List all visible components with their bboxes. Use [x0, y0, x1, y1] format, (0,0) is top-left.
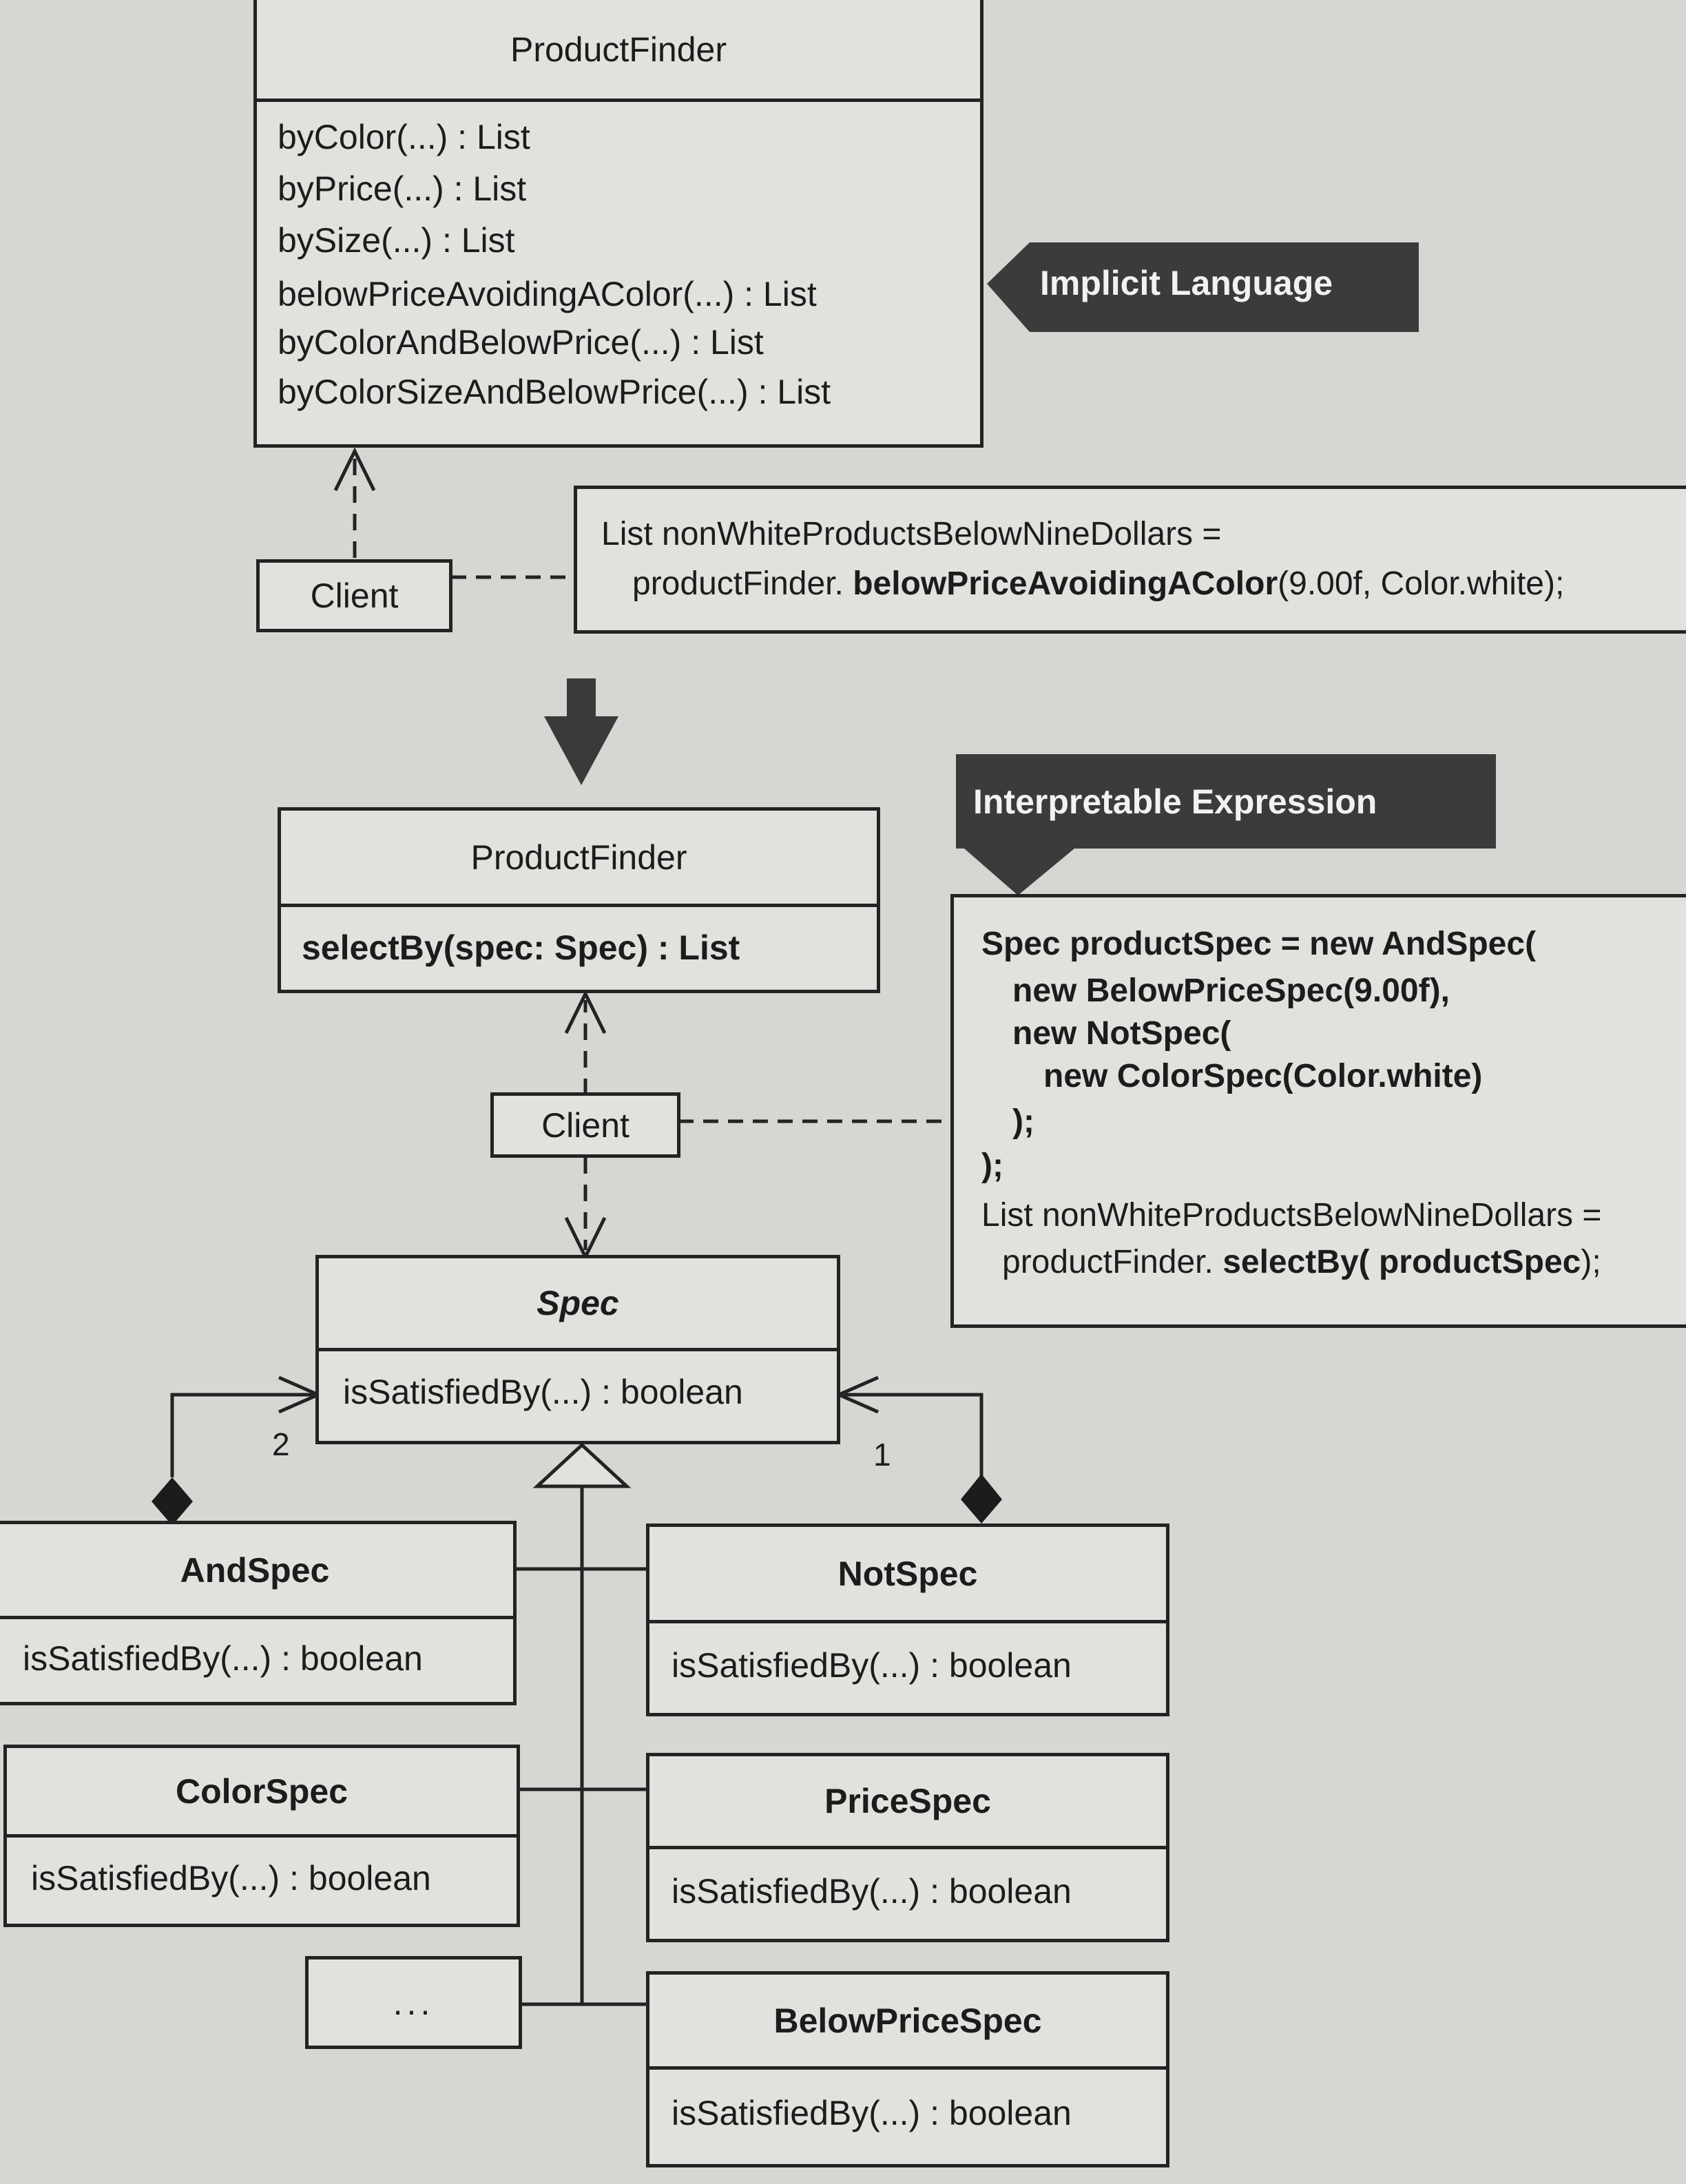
top-product-finder-class: ProductFinder byColor(...) : List byPric… — [253, 0, 984, 448]
price-spec-title: PriceSpec — [649, 1756, 1166, 1849]
bottom-code-arg: productSpec — [1378, 1244, 1581, 1280]
top-code-receiver: productFinder. — [632, 565, 844, 602]
bottom-code-line-3: new NotSpec( — [1012, 1015, 1231, 1052]
not-spec-methods: isSatisfiedBy(...) : boolean — [649, 1623, 1166, 1713]
bottom-client-box: Client — [490, 1092, 680, 1158]
bottom-code-line-5: ); — [1012, 1103, 1034, 1140]
interpretable-expression-tag-shape — [956, 754, 1496, 895]
bottom-code-suffix: ); — [1581, 1244, 1601, 1280]
bottom-code-method: selectBy( — [1222, 1244, 1370, 1280]
price-spec-methods: isSatisfiedBy(...) : boolean — [649, 1849, 1166, 1939]
bottom-code-line-1: Spec productSpec = new AndSpec( — [981, 926, 1537, 962]
multiplicity-right: 1 — [873, 1437, 891, 1473]
bottom-code-line-6: ); — [981, 1147, 1003, 1184]
spec-method: isSatisfiedBy(...) : boolean — [343, 1373, 743, 1411]
top-product-finder-methods: byColor(...) : List byPrice(...) : List … — [257, 102, 980, 444]
below-price-spec-method: isSatisfiedBy(...) : boolean — [672, 2094, 1072, 2132]
not-spec-composition-line — [844, 1393, 984, 1477]
not-spec-class: NotSpec isSatisfiedBy(...) : boolean — [646, 1523, 1169, 1716]
bottom-code-receiver: productFinder. — [1002, 1244, 1214, 1280]
below-price-spec-title: BelowPriceSpec — [649, 1975, 1166, 2070]
not-spec-method: isSatisfiedBy(...) : boolean — [672, 1646, 1072, 1685]
and-spec-method: isSatisfiedBy(...) : boolean — [23, 1639, 423, 1678]
method-by-price: byPrice(...) : List — [278, 169, 527, 208]
color-spec-title: ColorSpec — [7, 1748, 517, 1838]
method-by-color-size-and-below-price: byColorSizeAndBelowPrice(...) : List — [278, 373, 831, 411]
top-code-args: (9.00f, Color.white); — [1278, 565, 1565, 602]
spec-title: Spec — [319, 1258, 837, 1351]
top-code-line-2: productFinder. belowPriceAvoidingAColor(… — [632, 565, 1564, 603]
top-code-line-1: List nonWhiteProductsBelowNineDollars = — [601, 516, 1222, 552]
bottom-code-line-7: List nonWhiteProductsBelowNineDollars = — [981, 1197, 1602, 1234]
bottom-code-line-2: new BelowPriceSpec(9.00f), — [1012, 973, 1450, 1009]
bottom-code-note: Spec productSpec = new AndSpec( new Belo… — [950, 894, 1686, 1328]
top-product-finder-title: ProductFinder — [257, 0, 980, 102]
method-by-size: bySize(...) : List — [278, 221, 515, 260]
spec-class: Spec isSatisfiedBy(...) : boolean — [315, 1255, 840, 1444]
price-spec-class: PriceSpec isSatisfiedBy(...) : boolean — [646, 1753, 1169, 1942]
color-spec-method: isSatisfiedBy(...) : boolean — [31, 1859, 431, 1897]
bottom-code-line-8: productFinder. selectBy( productSpec); — [1002, 1243, 1601, 1281]
and-spec-title: AndSpec — [0, 1524, 513, 1619]
top-code-note: List nonWhiteProductsBelowNineDollars = … — [574, 486, 1686, 634]
color-spec-class: ColorSpec isSatisfiedBy(...) : boolean — [3, 1745, 520, 1927]
spec-methods: isSatisfiedBy(...) : boolean — [319, 1351, 837, 1441]
bottom-code-line-4: new ColorSpec(Color.white) — [1043, 1058, 1483, 1094]
top-dependency-arrowhead — [333, 447, 376, 492]
below-price-spec-methods: isSatisfiedBy(...) : boolean — [649, 2070, 1166, 2164]
transformation-arrow — [544, 678, 618, 785]
bottom-product-finder-title: ProductFinder — [281, 811, 877, 907]
method-select-by: selectBy(spec: Spec) : List — [302, 928, 740, 967]
not-spec-title: NotSpec — [649, 1527, 1166, 1623]
method-by-color-and-below-price: byColorAndBelowPrice(...) : List — [278, 323, 764, 362]
not-spec-diamond — [961, 1474, 1002, 1523]
below-price-spec-class: BelowPriceSpec isSatisfiedBy(...) : bool… — [646, 1971, 1169, 2167]
inheritance-triangle — [532, 1442, 632, 1488]
and-spec-methods: isSatisfiedBy(...) : boolean — [0, 1619, 513, 1702]
price-spec-method: isSatisfiedBy(...) : boolean — [672, 1872, 1072, 1911]
bottom-product-finder-class: ProductFinder selectBy(spec: Spec) : Lis… — [278, 807, 880, 993]
more-specs-box: ... — [305, 1956, 522, 2049]
bottom-dependency-arrowhead — [564, 990, 607, 1034]
multiplicity-left: 2 — [272, 1426, 290, 1462]
and-spec-composition-line — [170, 1393, 313, 1477]
color-spec-methods: isSatisfiedBy(...) : boolean — [7, 1838, 517, 1924]
interpretable-expression-tag: Interpretable Expression — [973, 782, 1377, 821]
method-by-color: byColor(...) : List — [278, 118, 530, 156]
top-client-box: Client — [256, 559, 452, 632]
implicit-language-tag-shape — [987, 242, 1419, 332]
and-spec-diamond — [152, 1477, 193, 1526]
implicit-language-tag: Implicit Language — [1040, 264, 1333, 302]
method-below-price-avoiding-a-color: belowPriceAvoidingAColor(...) : List — [278, 275, 817, 313]
top-code-method: belowPriceAvoidingAColor — [853, 565, 1278, 602]
and-spec-class: AndSpec isSatisfiedBy(...) : boolean — [0, 1521, 517, 1705]
bottom-product-finder-methods: selectBy(spec: Spec) : List — [281, 907, 877, 990]
